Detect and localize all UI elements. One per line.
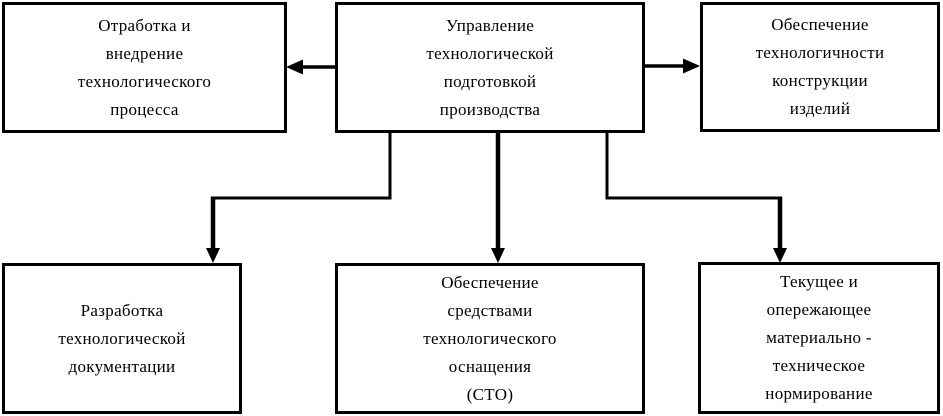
box-design-manufacturability: Обеспечение технологичности конструкции … — [700, 2, 940, 132]
box-label: Обеспечение технологичности конструкции … — [755, 15, 885, 118]
arrow-center-to-bottom-right — [605, 133, 787, 263]
arrow-center-to-bottom-center — [491, 133, 505, 263]
box-label: Разработка технологической документации — [58, 300, 186, 376]
arrow-center-to-bottom-left — [206, 133, 392, 263]
box-label: Управление технологической подготовкой п… — [426, 15, 554, 119]
box-label: Отработка и внедрение технологического п… — [77, 15, 212, 119]
box-tooling-provision: Обеспечение средствами технологического … — [335, 263, 645, 414]
box-label: Текущее и опережающее материально - техн… — [765, 272, 873, 403]
box-tech-documentation: Разработка технологической документации — [2, 263, 242, 414]
box-production-preparation-management: Управление технологической подготовкой п… — [335, 2, 645, 133]
box-process-development: Отработка и внедрение технологического п… — [2, 2, 287, 133]
box-label: Обеспечение средствами технологического … — [423, 272, 557, 404]
arrow-center-to-top-right — [645, 58, 700, 74]
arrow-center-to-top-left — [286, 59, 337, 75]
box-material-norming: Текущее и опережающее материально - техн… — [698, 262, 940, 414]
